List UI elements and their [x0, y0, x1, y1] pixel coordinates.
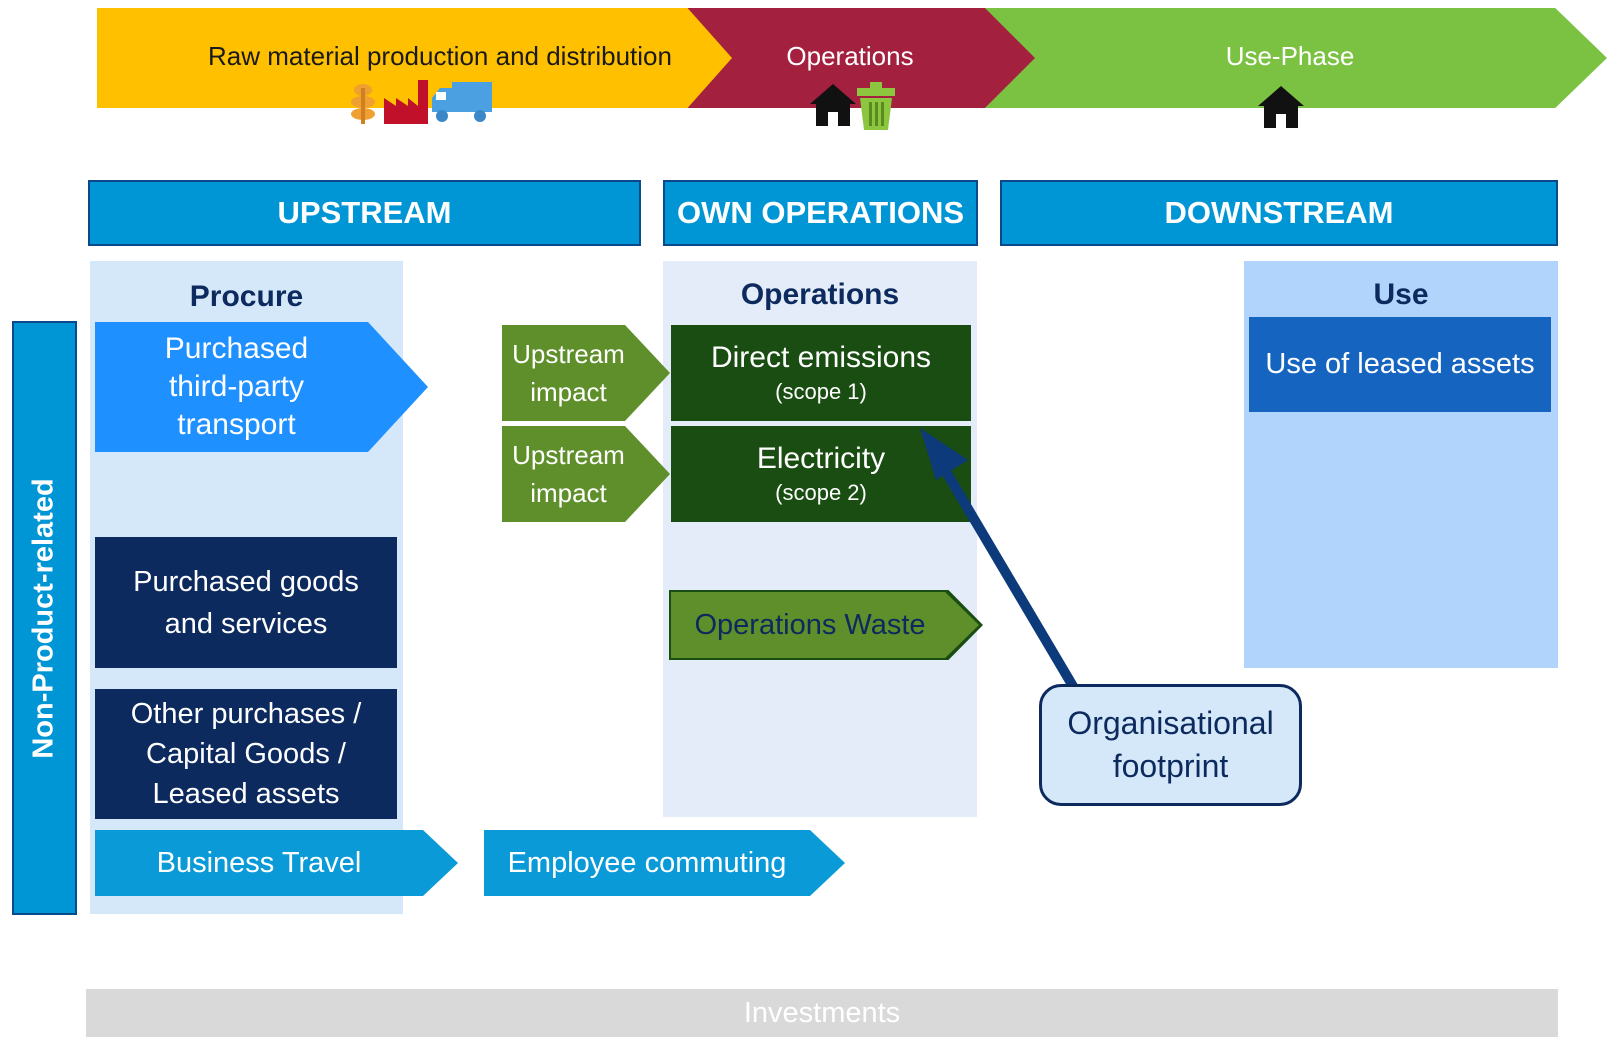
upstream-impact-scope1: Upstream impact	[502, 325, 670, 421]
other-purchases-box: Other purchases / Capital Goods / Leased…	[95, 689, 397, 819]
use-of-leased-assets-box: Use of leased assets	[1249, 317, 1551, 412]
non-product-related-bar: Non-Product-related	[12, 321, 77, 915]
operations-waste-label: Operations Waste	[694, 608, 926, 641]
organisational-footprint-box: Organisational footprint	[1039, 684, 1302, 806]
operations-waste-box: Operations Waste	[669, 590, 983, 660]
other-purchases-line3: Leased assets	[152, 778, 340, 810]
employee-commuting-label: Employee commuting	[507, 846, 787, 879]
business-travel-label: Business Travel	[156, 846, 362, 879]
upstream-impact-line2: impact	[530, 478, 607, 508]
own-operations-header: OWN OPERATIONS	[663, 180, 978, 246]
operations-banner-label: Operations	[786, 40, 914, 71]
upstream-impact-line1: Upstream	[512, 339, 625, 369]
raw-material-banner	[97, 8, 732, 108]
procure-title: Procure	[189, 280, 304, 313]
business-travel-box: Business Travel	[95, 830, 458, 896]
investments-bar: Investments	[86, 989, 1558, 1037]
purchased-transport-label: Purchased third-party transport	[164, 332, 309, 441]
upstream-header: UPSTREAM	[88, 180, 641, 246]
direct-emissions-label: Direct emissions	[710, 341, 932, 374]
other-purchases-line1: Other purchases /	[130, 698, 362, 730]
downstream-header: DOWNSTREAM	[1000, 180, 1558, 246]
electricity-box: Electricity (scope 2)	[671, 426, 971, 522]
use-phase-label: Use-Phase	[1225, 40, 1355, 71]
raw-material-label: Raw material production and distribution	[208, 40, 672, 71]
scope1-label: (scope 1)	[775, 379, 867, 404]
house-icon	[1258, 86, 1304, 128]
purchased-transport-box: Purchased third-party transport	[95, 322, 428, 452]
use-title: Use	[1373, 278, 1429, 311]
purchased-goods-label: Purchased goods and services	[133, 565, 359, 640]
purchased-goods-box: Purchased goods and services	[95, 537, 397, 668]
upstream-impact-line2: impact	[530, 377, 607, 407]
factory-icon	[384, 80, 428, 124]
trash-bin-icon	[857, 82, 895, 130]
operations-waste-inner: Operations Waste	[671, 592, 979, 658]
direct-emissions-box: Direct emissions (scope 1)	[671, 325, 971, 421]
truck-icon	[432, 82, 492, 122]
house-icon	[810, 84, 856, 126]
other-purchases-line2: Capital Goods /	[146, 738, 346, 770]
upstream-impact-line1: Upstream	[512, 440, 625, 470]
electricity-label: Electricity	[756, 442, 886, 475]
organisational-footprint-line2: footprint	[1112, 748, 1229, 784]
employee-commuting-box: Employee commuting	[484, 830, 845, 896]
scope2-label: (scope 2)	[775, 480, 867, 505]
wheat-icon	[351, 84, 375, 124]
upstream-impact-scope2: Upstream impact	[502, 426, 670, 522]
use-of-leased-assets-label: Use of leased assets	[1265, 348, 1535, 380]
investments-label: Investments	[743, 996, 901, 1029]
operations-title: Operations	[740, 278, 900, 311]
organisational-footprint-line1: Organisational	[1067, 705, 1274, 741]
